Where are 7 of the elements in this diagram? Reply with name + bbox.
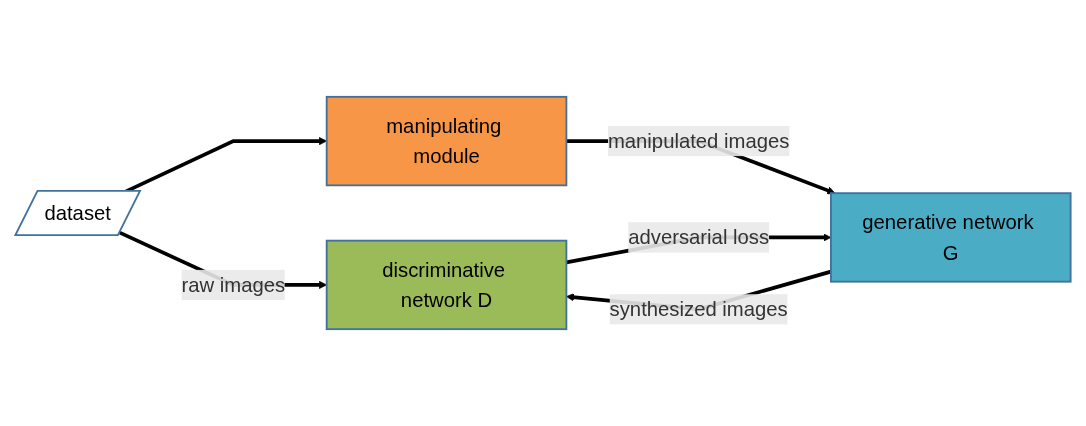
node-box: generative network G — [830, 192, 1072, 283]
node-box: discriminative network D — [325, 239, 568, 331]
edge-label: adversarial loss — [628, 225, 770, 249]
edge-label: synthesized images — [609, 297, 788, 321]
node-box: manipulating module — [325, 95, 568, 187]
edge-label: manipulated images — [607, 129, 790, 153]
edge-label: raw images — [181, 273, 286, 297]
